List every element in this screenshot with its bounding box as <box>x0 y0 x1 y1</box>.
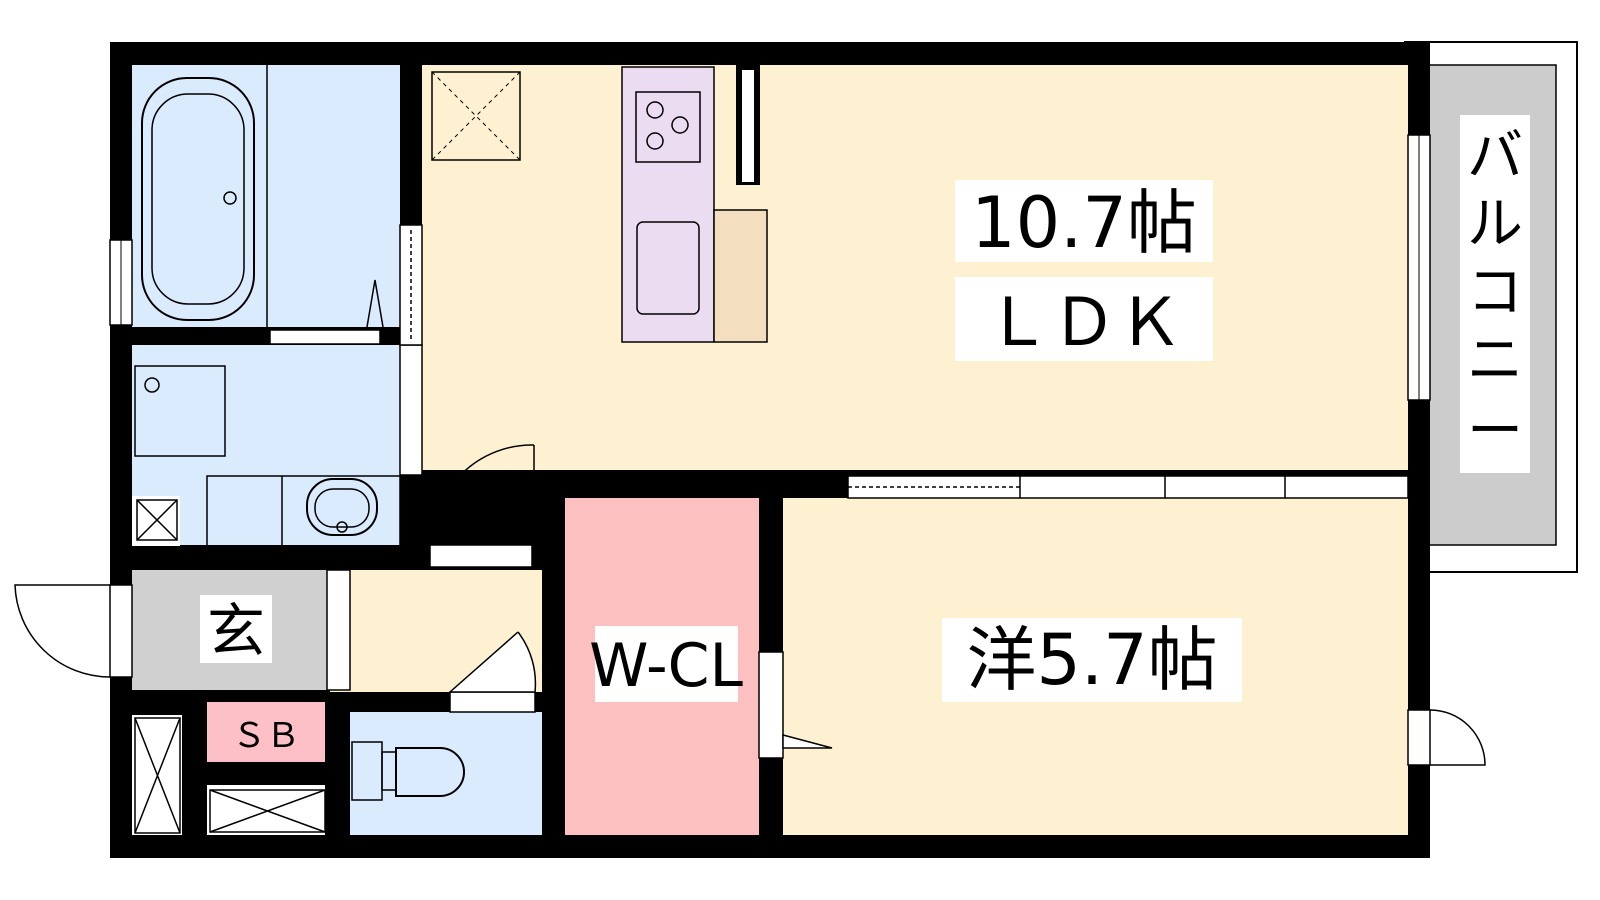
balcony-char: ル <box>1467 192 1523 257</box>
machine-dial-icon <box>144 377 160 393</box>
storage-mark <box>134 717 181 834</box>
entrance-step <box>326 569 351 691</box>
bath-door-leaf <box>366 279 384 328</box>
bathroom <box>132 65 400 327</box>
toilet-room <box>350 712 542 835</box>
ldk-label-bg <box>955 180 1213 262</box>
wcl-door-leaf <box>782 734 833 749</box>
kitchen-sink-icon <box>636 221 700 315</box>
western-door-opening <box>1407 709 1431 766</box>
drain-icon <box>223 191 237 205</box>
front-door-swing <box>14 584 111 678</box>
wcl-door-opening <box>758 651 784 759</box>
toilet-door-swing <box>448 631 537 693</box>
closet-cross-icon <box>136 499 178 541</box>
closet-mark <box>136 499 178 541</box>
washing-machine-icon <box>134 365 226 457</box>
sink-icon <box>306 478 378 536</box>
wcl-label: W-CL <box>589 631 743 701</box>
wcl-label-bg <box>595 626 738 702</box>
vanity-counter <box>206 475 401 547</box>
western-label-bg <box>942 618 1242 702</box>
ldk-name-bg <box>955 277 1213 361</box>
fridge-space <box>431 71 521 161</box>
hall-door-swing <box>431 444 535 546</box>
burner-icon <box>646 132 664 150</box>
storage-cross-icon <box>209 789 326 833</box>
sink-basin <box>314 488 370 528</box>
shoe-box <box>207 702 325 762</box>
entrance-label-bg <box>200 595 272 663</box>
ldk-wash-opening <box>399 224 423 346</box>
burner-icon <box>671 116 689 134</box>
shoe-box-label: ＳＢ <box>232 716 300 756</box>
ldk-name-label: ＬＤＫ <box>985 284 1183 361</box>
kitchen-wall-gap <box>742 70 754 182</box>
ldk-room <box>422 65 1408 470</box>
faucet-icon <box>336 521 348 533</box>
balcony-char: バ <box>1467 124 1523 189</box>
hall-door-opening <box>429 544 533 568</box>
western-door-swing <box>1429 709 1486 766</box>
bath-door-sash <box>269 329 381 345</box>
balcony: バ ル コ ニ ー <box>1404 41 1578 573</box>
burner-icon <box>646 101 664 119</box>
ldk-size-label: 10.7帖 <box>971 182 1197 264</box>
bathtub-inner <box>151 93 245 305</box>
bathtub-icon <box>141 77 255 321</box>
balcony-char: ー <box>1467 399 1523 464</box>
kitchen-side-counter <box>713 209 768 343</box>
western-room-label: 洋5.7帖 <box>966 619 1217 701</box>
wash-door-sash <box>399 344 423 476</box>
front-door-opening <box>109 584 133 678</box>
entrance-label: 玄 <box>207 597 265 665</box>
balcony-char: ニ <box>1467 328 1523 393</box>
balcony-label-bg <box>1460 115 1530 473</box>
stove-icon <box>635 91 701 163</box>
toilet-door-opening <box>449 691 536 713</box>
storage-mark <box>209 789 326 833</box>
storage-cross-icon <box>134 717 181 834</box>
balcony-char: コ <box>1467 260 1523 325</box>
toilet-icon <box>395 747 465 797</box>
